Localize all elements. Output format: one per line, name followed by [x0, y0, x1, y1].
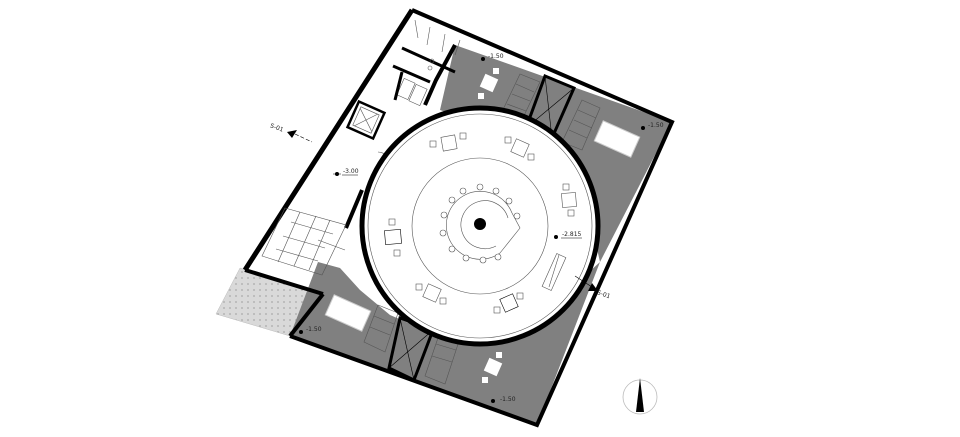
level-label-entrance: -3.00: [343, 168, 359, 175]
court-stairs: [363, 73, 601, 385]
north-arrow-icon: [622, 378, 658, 415]
level-marker-top-right: -1.50: [641, 122, 664, 130]
level-label-bottom-left: -1.50: [306, 326, 322, 333]
level-marker-bottom-right: -1.50: [491, 396, 516, 403]
level-label-bottom-right: -1.50: [500, 396, 516, 403]
level-label-top-right: -1.50: [648, 122, 664, 129]
court-furniture: [478, 68, 503, 383]
section-label-right: S-01: [596, 289, 611, 300]
elevator: [345, 99, 387, 141]
level-marker-bottom-left: -1.50: [299, 326, 322, 334]
restrooms: [392, 19, 461, 107]
section-label-left: S-01: [269, 122, 284, 133]
level-label-top-left: -1.50: [488, 53, 504, 60]
rotunda: [359, 105, 601, 347]
level-marker-top-left: -1.50: [481, 53, 504, 61]
section-marker-left: S-01: [269, 122, 313, 143]
stairs-main: [261, 207, 347, 276]
rotunda-tables: [384, 132, 577, 314]
level-marker-rotunda: -2.815: [554, 231, 582, 239]
level-label-rotunda: -2.815: [562, 231, 582, 238]
level-markers: -3.00 -2.815 -1.50 -1.50 -1.50 -1.50: [299, 53, 664, 403]
sunken-courts: [290, 45, 672, 425]
stools: [439, 183, 521, 264]
section-marker-right: S-01: [574, 275, 611, 300]
light-wells: [324, 120, 641, 332]
level-marker-entrance: -3.00: [333, 168, 359, 176]
